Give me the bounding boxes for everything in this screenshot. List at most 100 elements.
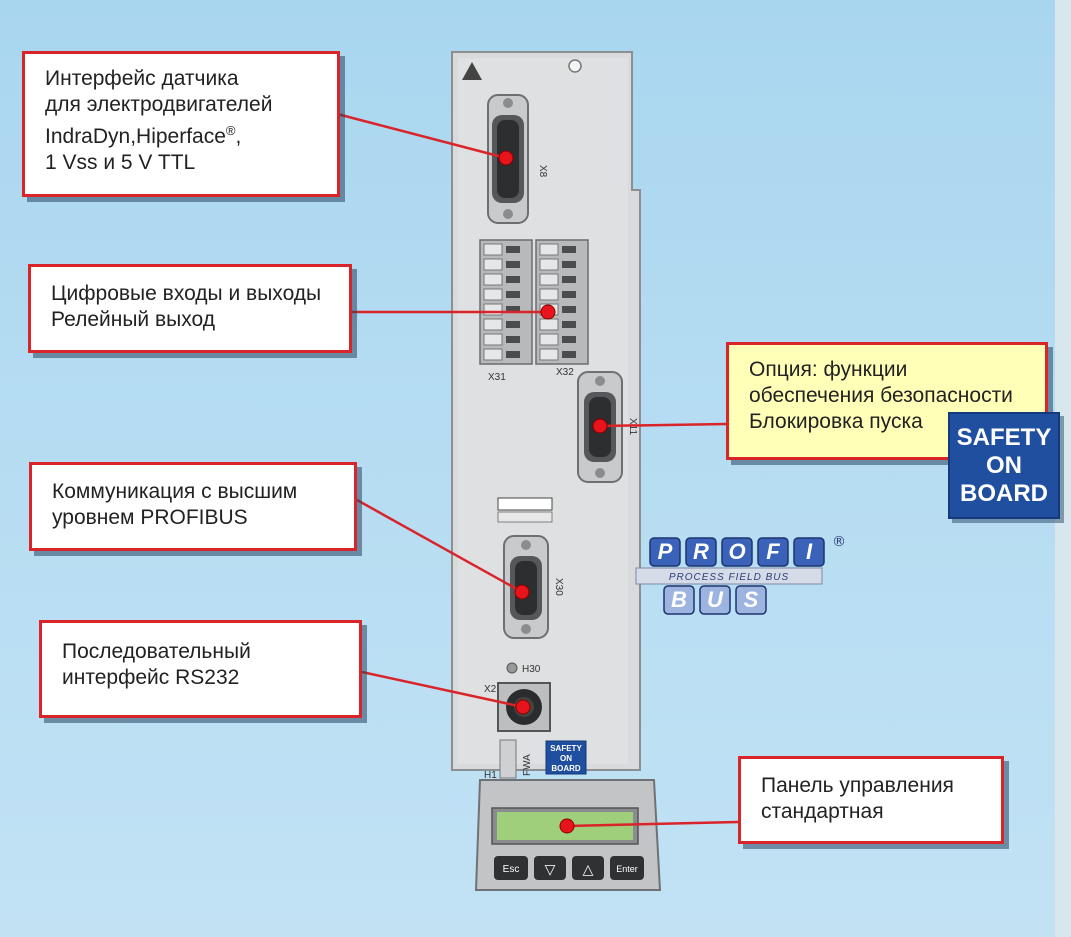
pointer-dot bbox=[514, 584, 530, 600]
terminal-clamp bbox=[483, 243, 503, 256]
logo-letter: R bbox=[693, 539, 709, 564]
terminal-hole bbox=[506, 291, 520, 298]
up-button[interactable]: △ bbox=[572, 856, 604, 880]
callout-line: Интерфейс датчика bbox=[45, 67, 239, 90]
terminal-block-x32 bbox=[535, 239, 589, 365]
drive-device: X8 X31 X32 X11 X30 H3 bbox=[451, 51, 662, 891]
registered-mark: ® bbox=[225, 123, 236, 138]
label-h1: H1 bbox=[484, 770, 497, 781]
callout-line: Цифровые входы и выходы bbox=[51, 282, 322, 305]
logo-letter-tile bbox=[721, 537, 753, 567]
callout-control-panel: Панель управления стандартная bbox=[738, 756, 1004, 844]
callout-profibus-communication: Коммуникация с высшим уровнем PROFIBUS bbox=[29, 462, 357, 551]
terminal-clamp bbox=[539, 258, 559, 271]
logo-letter: S bbox=[744, 587, 759, 612]
svg-text:Enter: Enter bbox=[616, 864, 638, 874]
callout-encoder-interface: Интерфейс датчика для электродвигателей … bbox=[22, 51, 340, 197]
terminal-clamp bbox=[483, 318, 503, 331]
terminal-clamp bbox=[483, 273, 503, 286]
terminal-clamp bbox=[483, 288, 503, 301]
logo-letter: O bbox=[728, 539, 745, 564]
terminal-clamp bbox=[539, 273, 559, 286]
label-x2: X2 bbox=[484, 684, 497, 695]
callout-line: интерфейс RS232 bbox=[62, 666, 240, 689]
terminal-hole bbox=[506, 246, 520, 253]
logo-letter-tile bbox=[663, 585, 695, 615]
terminal-hole bbox=[562, 321, 576, 328]
logo-letter-tile bbox=[757, 537, 789, 567]
logo-letter-tile bbox=[735, 585, 767, 615]
pointer-dot bbox=[498, 150, 514, 166]
logo-letter: I bbox=[806, 539, 813, 564]
label-x8: X8 bbox=[537, 165, 548, 178]
logo-letter-tile bbox=[793, 537, 825, 567]
badge-line: SAFETY bbox=[956, 423, 1052, 451]
terminal-hole bbox=[506, 321, 520, 328]
label-x32: X32 bbox=[556, 367, 574, 378]
svg-text:SAFETY: SAFETY bbox=[550, 744, 582, 753]
callout-digital-io: Цифровые входы и выходы Релейный выход bbox=[28, 264, 352, 353]
callout-line: Коммуникация с высшим bbox=[52, 480, 298, 503]
terminal-clamp bbox=[539, 333, 559, 346]
logo-letter: B bbox=[671, 587, 687, 612]
esc-button[interactable]: Esc bbox=[494, 856, 528, 880]
pointer-dots bbox=[498, 150, 608, 834]
terminal-hole bbox=[562, 246, 576, 253]
enter-button[interactable]: Enter bbox=[610, 856, 644, 880]
terminal-hole bbox=[562, 306, 576, 313]
svg-text:PROCESS FIELD BUS: PROCESS FIELD BUS bbox=[669, 572, 789, 583]
terminal-hole bbox=[562, 336, 576, 343]
logo-letter-tile bbox=[685, 537, 717, 567]
label-x11: X11 bbox=[627, 418, 638, 435]
terminal-hole bbox=[562, 261, 576, 268]
esd-warning-icon bbox=[462, 62, 482, 80]
terminal-clamp bbox=[483, 303, 503, 316]
callout-line: Панель управления bbox=[761, 774, 954, 797]
down-button[interactable]: ▽ bbox=[534, 856, 566, 880]
logo-letter-tile bbox=[699, 585, 731, 615]
terminal-hole bbox=[506, 276, 520, 283]
terminal-hole bbox=[562, 291, 576, 298]
terminal-block-x31 bbox=[479, 239, 533, 365]
svg-text:Esc: Esc bbox=[503, 864, 520, 875]
callout-line: 1 Vss и 5 V TTL bbox=[45, 151, 196, 174]
pointer-dot bbox=[592, 418, 608, 434]
svg-text:®: ® bbox=[832, 534, 846, 550]
label-fwa: FWA bbox=[522, 754, 533, 776]
logo-letter: F bbox=[766, 539, 780, 564]
pointer-dot bbox=[559, 818, 575, 834]
terminal-hole bbox=[506, 351, 520, 358]
terminal-clamp bbox=[539, 318, 559, 331]
device-safety-badge: SAFETY ON BOARD bbox=[545, 740, 587, 775]
terminal-clamp bbox=[539, 288, 559, 301]
callout-line: Релейный выход bbox=[51, 308, 215, 331]
mounting-hole bbox=[568, 59, 582, 73]
terminal-hole bbox=[506, 336, 520, 343]
terminal-hole bbox=[562, 276, 576, 283]
terminal-hole bbox=[506, 261, 520, 268]
label-x30: X30 bbox=[553, 578, 564, 596]
callout-line: уровнем PROFIBUS bbox=[52, 506, 248, 529]
callout-line: Блокировка пуска bbox=[749, 410, 923, 433]
label-x31: X31 bbox=[488, 372, 506, 383]
svg-text:△: △ bbox=[583, 862, 594, 878]
logo-letter: U bbox=[707, 587, 724, 612]
page-edge bbox=[1055, 0, 1071, 937]
logo-letter: P bbox=[658, 539, 673, 564]
svg-text:BOARD: BOARD bbox=[551, 764, 581, 773]
pointer-dot bbox=[515, 699, 531, 715]
terminal-hole bbox=[562, 351, 576, 358]
terminal-clamp bbox=[483, 258, 503, 271]
svg-text:▽: ▽ bbox=[545, 862, 556, 878]
badge-line: BOARD bbox=[960, 479, 1048, 507]
pointers bbox=[321, 108, 739, 828]
callout-line: Опция: функции bbox=[749, 358, 908, 381]
terminal-clamp bbox=[539, 348, 559, 361]
led-h30 bbox=[506, 662, 518, 674]
label-h30: H30 bbox=[522, 664, 541, 675]
callout-line: обеспечения безопасности bbox=[749, 384, 1013, 407]
callout-line: для электродвигателей bbox=[45, 93, 273, 116]
terminal-clamp bbox=[483, 333, 503, 346]
